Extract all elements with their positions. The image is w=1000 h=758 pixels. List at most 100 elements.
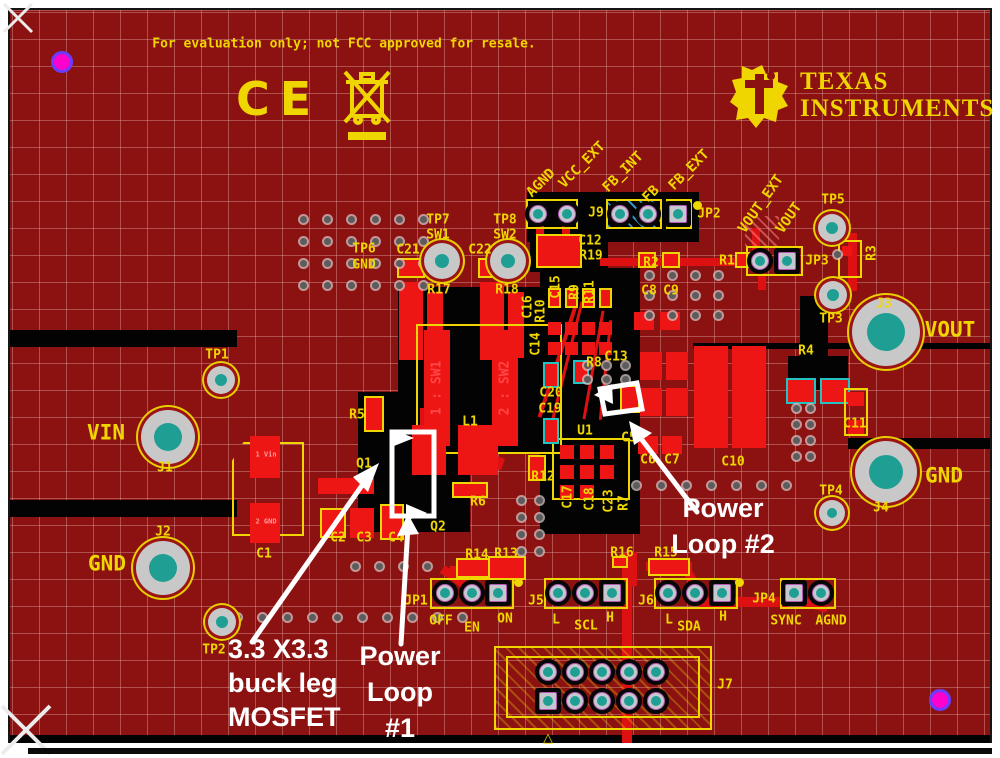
pin-hole — [624, 696, 634, 706]
via — [324, 216, 331, 223]
connector-pin — [599, 580, 625, 606]
connector-pin — [655, 580, 681, 606]
component — [560, 445, 574, 459]
silk-label-q1: Q1 — [356, 456, 372, 472]
component — [662, 436, 682, 454]
silk-label-c14: C14 — [528, 332, 544, 356]
connector-pin — [682, 580, 708, 606]
via — [396, 238, 403, 245]
silk-label-j7: J7 — [717, 677, 733, 693]
silk-label-c15: C15 — [548, 275, 564, 299]
via — [234, 614, 241, 621]
silk-label-on: ON — [497, 611, 513, 627]
annotation-loop1-line2: Loop #1 — [367, 677, 433, 743]
silk-label-c8: C8 — [641, 283, 657, 299]
via — [424, 563, 431, 570]
silk-label-j2: J2 — [155, 524, 171, 540]
component — [844, 388, 868, 436]
component — [786, 378, 816, 404]
silk-label-en: EN — [464, 620, 480, 636]
connector-pin — [616, 688, 642, 714]
via — [793, 421, 800, 428]
pin-hole — [717, 588, 727, 598]
via — [646, 272, 653, 279]
silk-label-l: L — [552, 612, 560, 628]
silk-label-r3: R3 — [864, 245, 880, 261]
via — [284, 614, 291, 621]
component — [599, 322, 612, 335]
component — [548, 288, 561, 308]
pad-hole — [827, 508, 837, 518]
component — [582, 342, 595, 355]
via — [715, 292, 722, 299]
silk-label-c19: C19 — [538, 401, 562, 417]
silk-label-j6: J6 — [638, 593, 654, 609]
silk-label-tp4: TP4 — [819, 483, 843, 499]
via — [420, 238, 427, 245]
silk-label-c17: C17 — [560, 485, 576, 509]
component — [848, 392, 864, 406]
pin-hole — [543, 667, 553, 677]
pad-hole — [216, 616, 228, 628]
silk-label-jp3: JP3 — [805, 253, 829, 269]
silk-label-jp2: JP2 — [697, 206, 721, 222]
plated-pad — [207, 366, 235, 394]
silk-label-sw1: SW1 — [426, 227, 450, 243]
component — [582, 288, 595, 308]
via — [348, 260, 355, 267]
connector-pin — [554, 201, 580, 227]
connector-pin — [635, 201, 661, 227]
board-bottom-edge — [28, 748, 992, 754]
via — [348, 282, 355, 289]
connector-pin — [432, 580, 458, 606]
component — [745, 216, 779, 246]
annotation-power-loop-1: Power Loop #1 — [350, 638, 450, 746]
component — [458, 425, 498, 475]
via — [348, 238, 355, 245]
pin-hole — [553, 588, 563, 598]
component — [842, 246, 852, 256]
component — [838, 240, 862, 278]
component — [599, 342, 612, 355]
ti-logo-line1: TEXAS — [800, 68, 889, 95]
via — [396, 282, 403, 289]
silk-label-tp3: TP3 — [819, 311, 843, 327]
pin-hole — [597, 667, 607, 677]
silk-label-h: H — [606, 610, 614, 626]
via — [334, 614, 341, 621]
annotation-mosfet-line1: 3.3 X3.3 — [228, 634, 329, 664]
copper-keepout — [10, 330, 237, 347]
silk-label-2-gnd: 2 GND — [255, 517, 277, 526]
ti-mark-icon — [730, 65, 788, 128]
silk-label-c3: C3 — [356, 530, 372, 546]
silk-label-r16: R16 — [610, 545, 634, 561]
silk-label-2-sw2: 2 : SW2 — [497, 360, 513, 416]
via — [518, 497, 525, 504]
pin-hole — [663, 588, 673, 598]
copper-keepout — [800, 296, 828, 358]
connector-pin — [535, 659, 561, 685]
silk-label-r9: R9 — [567, 284, 583, 300]
pad-hole — [826, 222, 838, 234]
via — [376, 563, 383, 570]
component — [600, 465, 614, 479]
pin-hole — [533, 209, 543, 219]
via — [359, 614, 366, 621]
connector-pin — [535, 688, 561, 714]
silk-label-r19: R19 — [579, 248, 603, 264]
pin-hole — [690, 588, 700, 598]
component — [694, 346, 728, 448]
pin-hole — [493, 588, 503, 598]
component — [580, 465, 594, 479]
silk-label-r7: R7 — [616, 495, 632, 511]
via — [692, 292, 699, 299]
via — [692, 312, 699, 319]
component — [488, 556, 526, 580]
silk-label-sync: SYNC — [770, 613, 802, 629]
via — [536, 497, 543, 504]
via — [300, 260, 307, 267]
via — [420, 216, 427, 223]
silk-label-agnd: AGND — [815, 613, 847, 629]
via — [603, 362, 610, 369]
copper-keepout — [10, 500, 237, 517]
